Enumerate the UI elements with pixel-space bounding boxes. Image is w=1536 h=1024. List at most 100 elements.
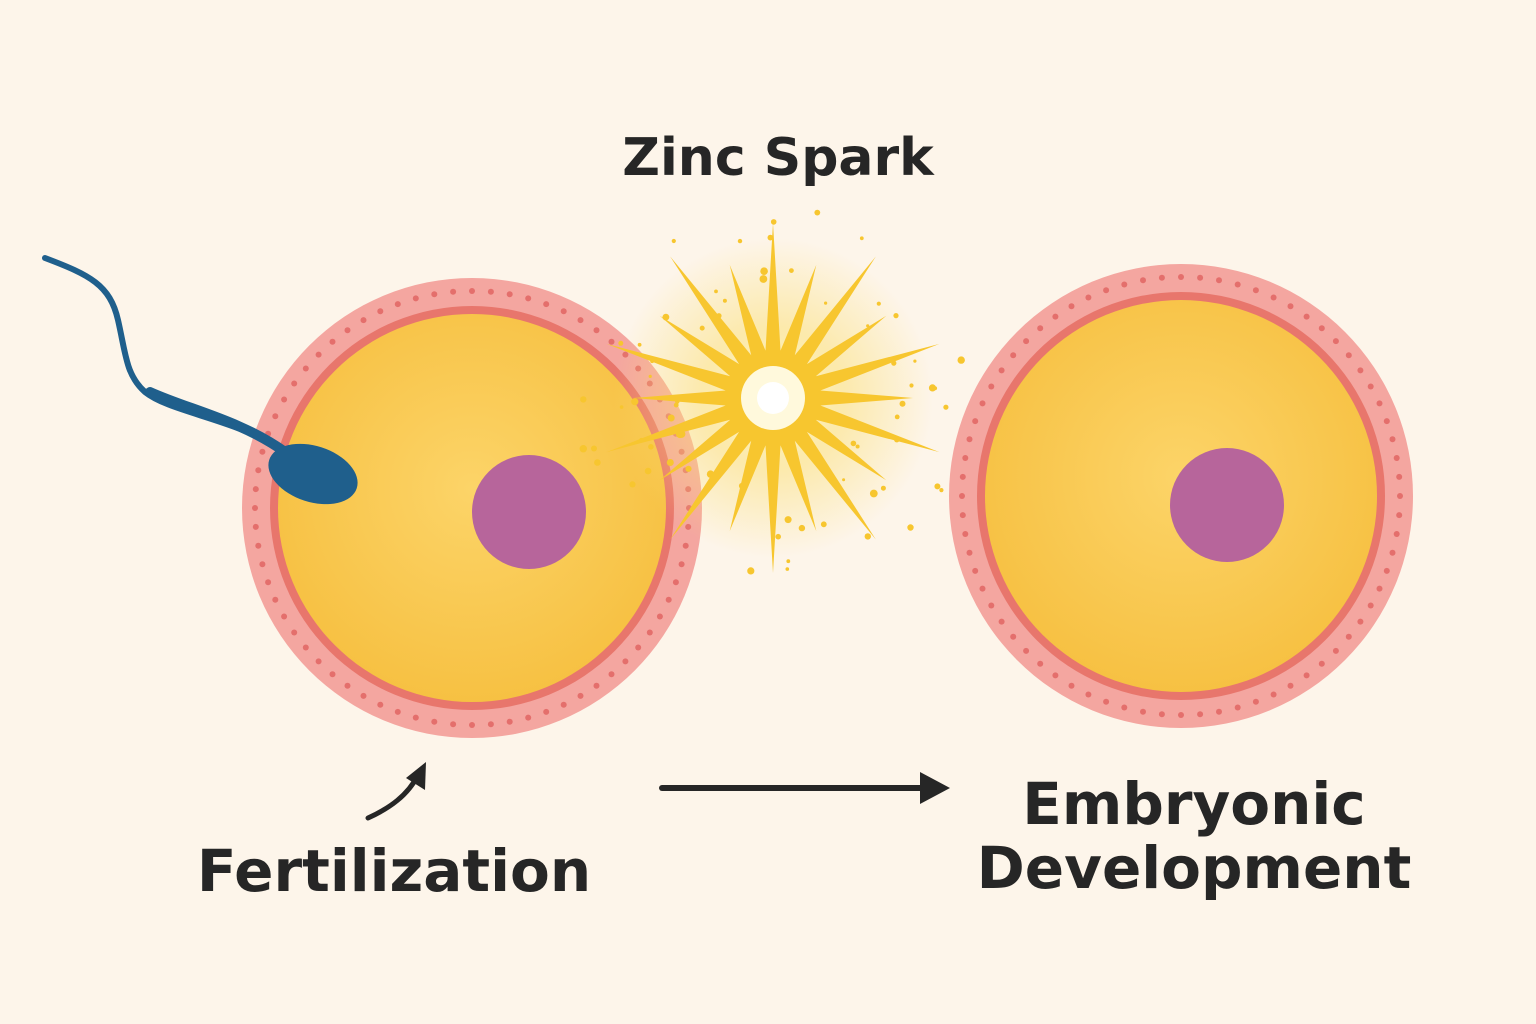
zona-dot <box>281 396 288 403</box>
zinc-spark-title: Zinc Spark <box>622 128 934 188</box>
spark-particle <box>894 414 900 420</box>
zona-dot <box>360 317 367 324</box>
zona-dot <box>608 671 615 678</box>
zona-dot <box>1121 281 1128 288</box>
zona-dot <box>525 714 532 721</box>
zona-dot <box>1023 647 1030 654</box>
zona-dot <box>469 722 475 728</box>
zona-dot <box>1085 294 1092 301</box>
zona-dot <box>962 455 969 461</box>
zona-dot <box>1037 325 1044 332</box>
sperm-icon <box>42 255 358 505</box>
spark-particle <box>855 444 860 449</box>
right-arrow-icon <box>659 772 950 804</box>
zona-dot <box>1010 352 1017 359</box>
zona-dot <box>1287 682 1294 689</box>
spark-particle <box>637 342 642 347</box>
zona-dot <box>543 301 550 308</box>
zona-dot <box>412 295 419 302</box>
spark-particle <box>820 521 827 528</box>
zona-dot <box>1178 274 1184 280</box>
zona-dot <box>272 413 279 420</box>
zona-dot <box>988 602 995 609</box>
spark-particle <box>934 483 941 490</box>
zona-dot <box>265 579 272 586</box>
zona-dot <box>1345 352 1352 359</box>
spark-particle <box>594 459 601 466</box>
zona-dot <box>344 682 351 689</box>
zona-dot <box>962 531 969 537</box>
spark-particle <box>579 445 587 453</box>
zona-dot <box>1383 418 1390 425</box>
spark-particle <box>864 533 871 540</box>
zona-dot <box>1383 567 1390 574</box>
zona-dot <box>1121 704 1128 711</box>
spark-particle <box>814 209 821 216</box>
zona-dot <box>1367 602 1374 609</box>
spark-particle <box>760 267 768 276</box>
zona-dot <box>656 613 663 620</box>
spark-particle <box>784 516 792 524</box>
zona-dot <box>1376 400 1383 407</box>
zona-dot <box>412 714 419 721</box>
spark-particle <box>618 340 624 346</box>
zona-dot <box>1396 473 1403 480</box>
zona-dot <box>259 561 266 568</box>
zona-dot <box>1085 691 1092 698</box>
spark-particle <box>770 219 777 225</box>
embryonic-development-label: Embryonic Development <box>944 772 1444 900</box>
zona-dot <box>1376 585 1383 592</box>
zona-dot <box>998 618 1005 625</box>
zona-dot <box>1287 303 1294 310</box>
zona-dot <box>593 682 600 689</box>
spark-particle <box>629 481 636 488</box>
spark-particle <box>913 359 917 363</box>
zona-dot <box>487 288 494 295</box>
zona-dot <box>1252 698 1259 705</box>
spark-particle <box>648 374 652 378</box>
zona-dot <box>1037 660 1044 667</box>
zona-dot <box>1140 708 1146 715</box>
zona-dot <box>394 301 401 308</box>
zona-dot <box>281 613 288 620</box>
nucleus <box>1170 448 1284 562</box>
zona-dot <box>377 701 384 708</box>
spark-particle <box>580 396 587 403</box>
zona-dot <box>972 418 979 425</box>
zona-dot <box>291 380 298 387</box>
spark-particle <box>619 405 624 409</box>
zona-dot <box>646 629 653 636</box>
spark-particle <box>939 488 944 493</box>
spark-particle <box>673 402 679 408</box>
zona-dot <box>1303 672 1310 679</box>
zona-dot <box>272 596 279 603</box>
spark-center <box>757 382 789 414</box>
zona-dot <box>329 671 336 678</box>
zona-dot <box>394 708 401 715</box>
zona-dot <box>1023 338 1030 345</box>
zona-dot <box>1140 277 1146 284</box>
zona-dot <box>431 718 438 725</box>
zona-dot <box>315 351 322 358</box>
spark-particle <box>869 489 878 498</box>
zona-dot <box>302 644 309 651</box>
zona-dot <box>360 692 367 699</box>
spark-particle <box>824 301 828 305</box>
zona-dot <box>1197 711 1204 718</box>
zona-dot <box>672 579 679 586</box>
zona-dot <box>966 549 973 556</box>
zona-dot <box>431 291 438 298</box>
zona-dot <box>1158 274 1165 281</box>
sperm-head <box>268 443 358 505</box>
spark-particle <box>759 275 768 283</box>
zona-dot <box>678 561 685 568</box>
embryonic-label-line2: Development <box>976 834 1412 902</box>
zona-dot <box>1158 711 1165 718</box>
spark-particle <box>933 386 938 391</box>
spark-particle <box>648 444 654 450</box>
zona-dot <box>608 338 615 345</box>
zona-dot <box>1367 383 1374 390</box>
zona-dot <box>1216 277 1222 284</box>
zona-dot <box>543 708 550 715</box>
zona-dot <box>1357 367 1364 374</box>
